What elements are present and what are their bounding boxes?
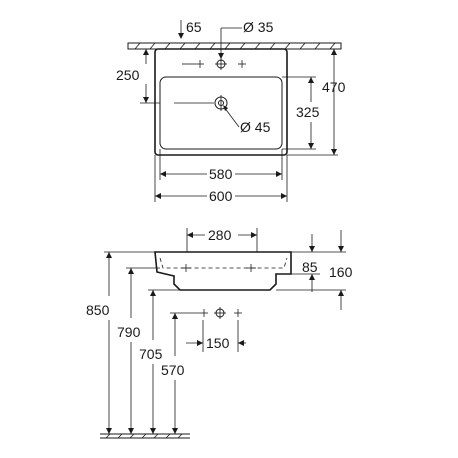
dim-705-line	[148, 289, 180, 434]
bowl-inner-outline	[159, 76, 283, 150]
dim-85-line	[291, 234, 320, 292]
tap-hole-left	[196, 60, 204, 68]
basin-profile	[154, 251, 292, 291]
tap-hole-center	[215, 58, 227, 70]
dim-325-line	[282, 76, 316, 150]
drain	[174, 95, 228, 111]
dim-790-line	[126, 267, 160, 434]
dim-570-label: 570	[161, 362, 185, 378]
dim-790-label: 790	[117, 324, 141, 340]
rear-tap-hole-center	[214, 307, 226, 319]
dim-150-line	[186, 320, 246, 352]
dim-280-line	[186, 228, 258, 252]
dim-570-line	[170, 312, 200, 434]
dim-250-line	[140, 48, 160, 104]
dim-drain-leader	[223, 105, 240, 128]
bowl-hidden-line	[159, 257, 288, 269]
tap-hole-right	[238, 60, 246, 68]
dim-580-line	[159, 149, 283, 180]
dim-tap-hole-label: Ø 35	[243, 19, 274, 35]
floor-line	[100, 433, 190, 439]
side-view: 280 85 160	[86, 227, 353, 439]
dim-160-line	[276, 230, 346, 310]
dim-65-label: 65	[186, 19, 202, 35]
dim-65-line	[178, 20, 184, 39]
dim-160-label: 160	[329, 264, 353, 280]
dim-850-label: 850	[86, 302, 110, 318]
dim-580-label: 580	[209, 166, 233, 182]
dim-470-label: 470	[322, 79, 346, 95]
dim-600-label: 600	[209, 188, 233, 204]
dim-470-line	[287, 48, 338, 156]
side-tap-marks	[181, 264, 256, 272]
rear-tap-hole-right	[234, 309, 242, 317]
dim-tap-hole-leader	[218, 27, 242, 59]
dim-325-label: 325	[296, 104, 320, 120]
dim-drain-label: Ø 45	[240, 119, 271, 135]
dim-250-label: 250	[116, 67, 140, 83]
dim-850-line	[104, 251, 155, 434]
dim-150-label: 150	[206, 335, 230, 351]
top-wall-strip	[127, 42, 342, 50]
dim-85-label: 85	[302, 259, 318, 275]
dim-280-label: 280	[208, 227, 232, 243]
dim-600-line	[154, 155, 288, 202]
top-wall-hatch	[134, 42, 336, 50]
dim-705-label: 705	[139, 346, 163, 362]
rear-tap-hole-left	[200, 309, 208, 317]
top-view: 65 Ø 35 250 470	[116, 19, 346, 204]
